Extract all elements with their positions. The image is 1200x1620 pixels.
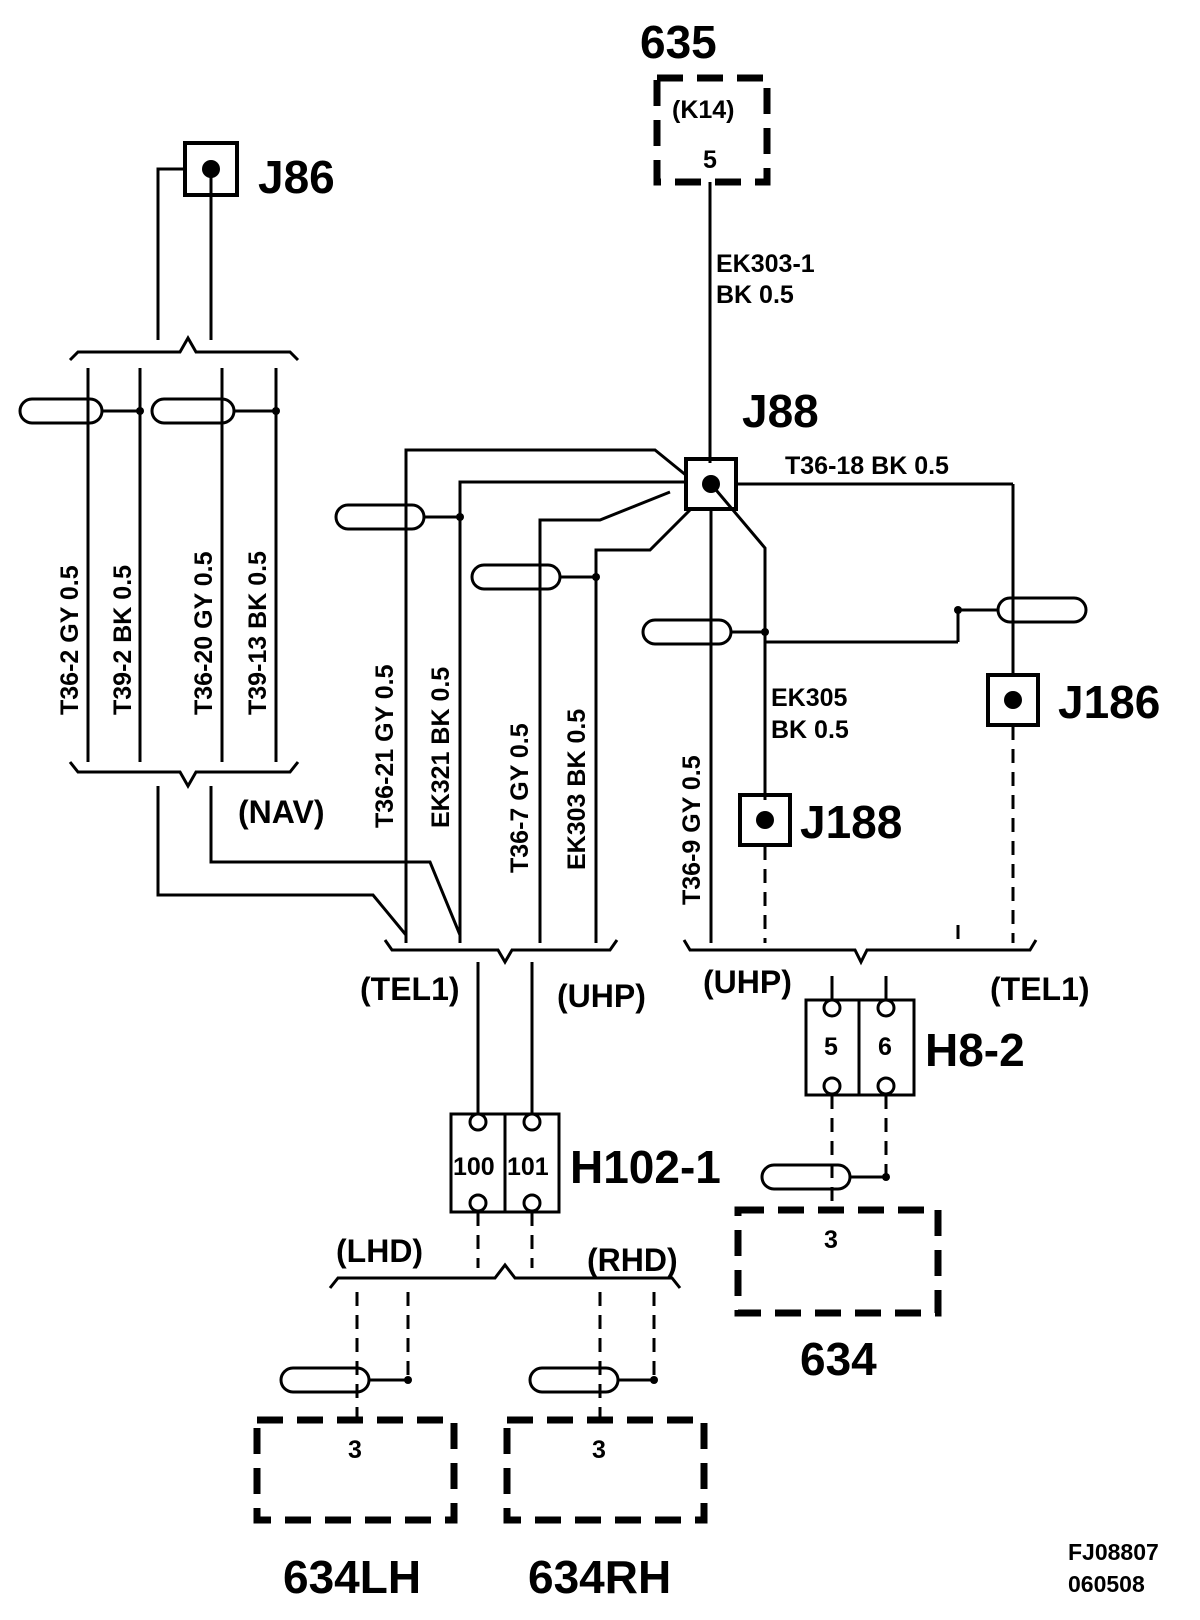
- wire-ek303-1-spec: BK 0.5: [716, 281, 794, 309]
- bracket-nav-bottom: [68, 761, 300, 790]
- junction-j88-label: J88: [742, 385, 819, 437]
- wire-ek303-1-label: EK303-1: [716, 250, 815, 278]
- junction-j88: J88: [684, 385, 819, 511]
- wire-t36-21: [404, 448, 688, 943]
- variant-tel1-right: (TEL1): [990, 971, 1090, 1007]
- variant-rhd: (RHD): [587, 1242, 678, 1278]
- connector-h102-1-pin-b: 101: [507, 1153, 549, 1181]
- variant-lhd: (LHD): [336, 1233, 423, 1269]
- wire-ek321-label: EK321 BK 0.5: [427, 667, 455, 828]
- wire-ek303: [594, 506, 694, 943]
- component-635-pin: 5: [703, 146, 717, 174]
- connector-h8-2-pin-a: 5: [824, 1033, 838, 1061]
- wire-t36-20-label: T36-20 GY 0.5: [190, 551, 218, 715]
- wire-ek305: [709, 483, 767, 800]
- connector-h8-2: 5 6 H8-2: [804, 976, 1025, 1097]
- junction-j186-label: J186: [1058, 676, 1160, 728]
- component-634-pin: 3: [824, 1226, 838, 1254]
- figure-code: FJ08807: [1068, 1539, 1159, 1565]
- bracket-nav-top: [68, 334, 300, 362]
- bracket-right: [682, 939, 1038, 966]
- wire-ek305-spec: BK 0.5: [771, 716, 849, 744]
- component-634-label: 634: [800, 1333, 877, 1385]
- wire-ek303-label: EK303 BK 0.5: [563, 709, 591, 870]
- connector-h8-2-label: H8-2: [925, 1024, 1025, 1076]
- wire-t36-21-label: T36-21 GY 0.5: [371, 664, 399, 828]
- bracket-left: [383, 939, 619, 965]
- wire-t39-2-label: T39-2 BK 0.5: [109, 565, 137, 715]
- connector-h8-2-pin-b: 6: [878, 1033, 892, 1061]
- connector-h102-1: 100 101 H102-1: [449, 1112, 721, 1214]
- component-635-ref: (K14): [672, 96, 735, 124]
- variant-uhp-right: (UHP): [703, 964, 792, 1000]
- component-634rh-label: 634RH: [528, 1551, 671, 1603]
- component-634: 3 634: [734, 1206, 942, 1385]
- wire-ek321: [458, 480, 686, 943]
- wire-t36-2-label: T36-2 GY 0.5: [56, 565, 84, 715]
- figure-date: 060508: [1068, 1571, 1145, 1597]
- junction-j86-label: J86: [258, 151, 335, 203]
- variant-uhp-left: (UHP): [557, 978, 646, 1014]
- wire-t36-7-label: T36-7 GY 0.5: [506, 723, 534, 873]
- component-635-label: 635: [640, 16, 717, 68]
- component-634lh: 3 634LH: [253, 1416, 458, 1603]
- component-635: 635 (K14) 5: [640, 16, 771, 186]
- wire-ek305-label: EK305: [771, 684, 848, 712]
- connector-h102-1-label: H102-1: [570, 1141, 721, 1193]
- wire-t36-7: [538, 490, 671, 943]
- wire-t36-18-label: T36-18 BK 0.5: [785, 452, 949, 480]
- wire-t39-13-label: T39-13 BK 0.5: [244, 551, 272, 715]
- connector-h102-1-pin-a: 100: [453, 1153, 495, 1181]
- wire-t36-9-label: T36-9 GY 0.5: [678, 755, 706, 905]
- component-634lh-pin: 3: [348, 1436, 362, 1464]
- component-634rh: 3 634RH: [503, 1416, 708, 1603]
- bracket-lhd-rhd: [328, 1262, 682, 1289]
- junction-j188: J188: [738, 793, 902, 848]
- junction-j188-label: J188: [800, 796, 902, 848]
- junction-j186: J186: [986, 673, 1160, 728]
- component-634lh-label: 634LH: [283, 1551, 421, 1603]
- variant-nav: (NAV): [238, 794, 325, 830]
- variant-tel1-left: (TEL1): [360, 971, 460, 1007]
- component-634rh-pin: 3: [592, 1436, 606, 1464]
- junction-j86: J86: [183, 141, 335, 203]
